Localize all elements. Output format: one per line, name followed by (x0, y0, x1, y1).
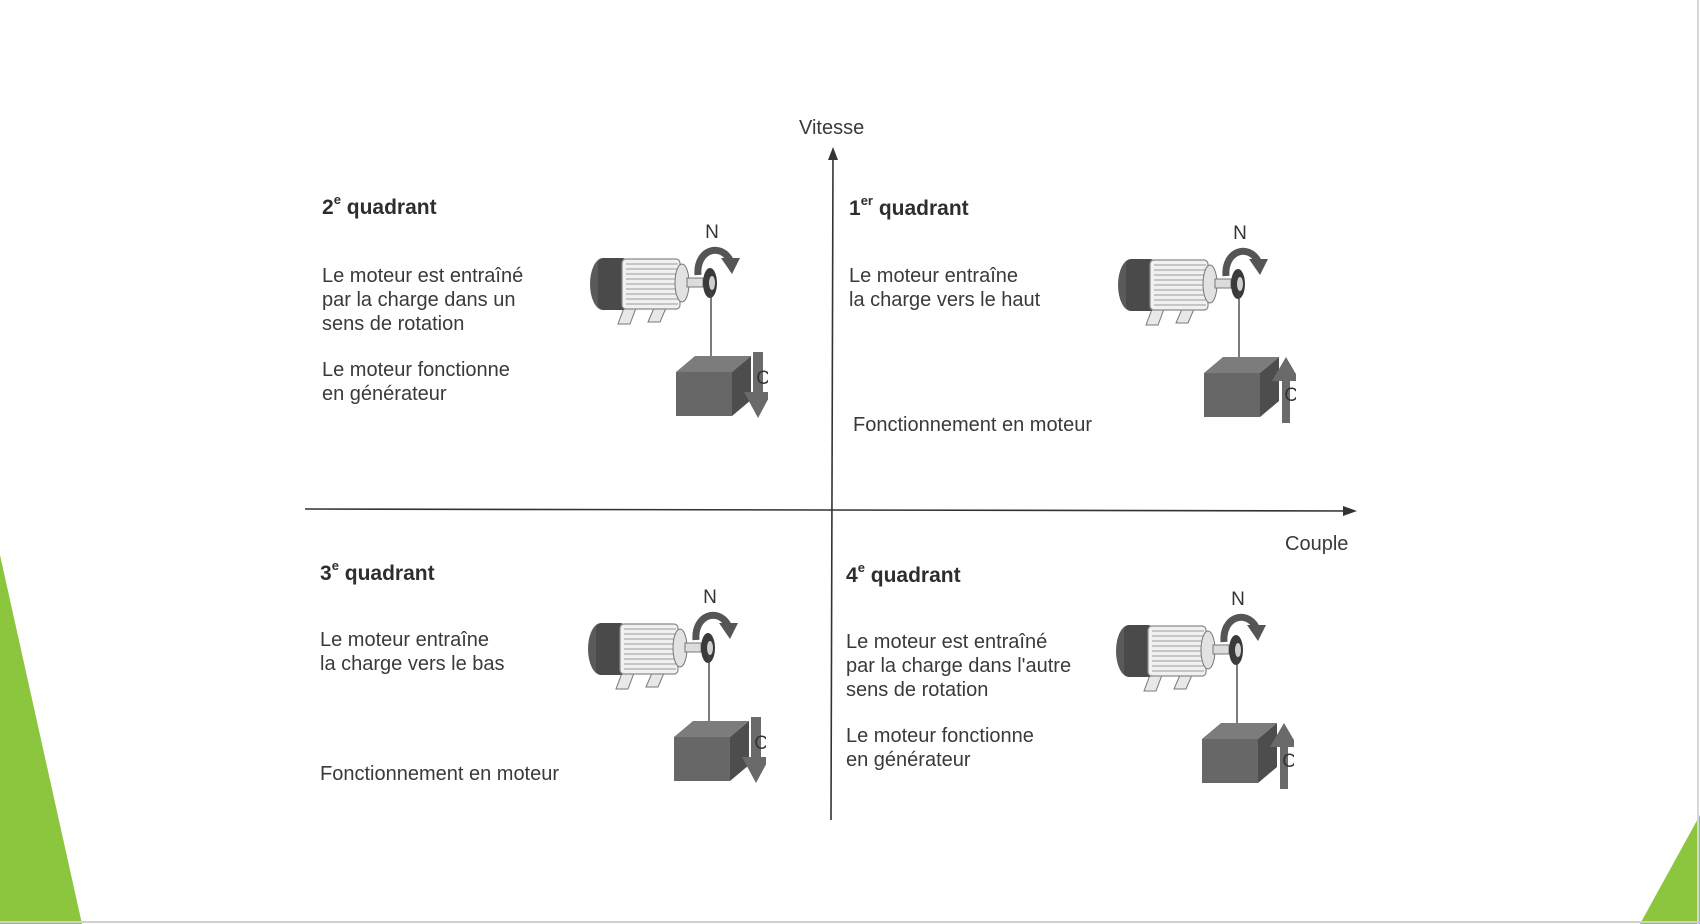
rotation-arrow-icon (692, 611, 738, 641)
quadrant-3-mode: Fonctionnement en moteur (320, 763, 560, 785)
torque-label: C (1284, 385, 1296, 406)
motor-load-drawing: NC (1116, 589, 1298, 789)
speed-axis-label: Vitesse (799, 117, 865, 139)
motor-load-drawing: NC (1118, 223, 1300, 423)
torque-label: C (754, 733, 766, 754)
quadrant-2-description: Le moteur est entraîné par la charge dan… (322, 265, 524, 335)
quadrant-2-title: 2e quadrant (322, 192, 437, 219)
rotation-label: N (703, 587, 717, 608)
load-box-icon (674, 721, 749, 781)
torque-label: C (756, 368, 768, 389)
quadrant-1-title: 1er quadrant (849, 193, 969, 220)
quadrant-4-description: Le moteur est entraîné par la charge dan… (846, 631, 1072, 701)
rotation-label: N (705, 222, 719, 243)
rotation-arrow-icon (1222, 247, 1268, 277)
motor-load-drawing: NC (588, 587, 770, 783)
torque-axis-label: Couple (1285, 533, 1349, 555)
load-box-icon (1204, 357, 1279, 417)
torque-up-arrow-icon (1272, 357, 1300, 423)
quadrant-4-mode: Le moteur fonctionne en générateur (846, 725, 1034, 771)
motor-icon (588, 623, 715, 690)
left-green-accent (0, 555, 82, 924)
torque-up-arrow-icon (1270, 723, 1298, 789)
quadrant-1-mode: Fonctionnement en moteur (853, 414, 1093, 436)
quadrant-4-title: 4e quadrant (846, 560, 961, 587)
speed-axis-line (830, 154, 834, 821)
rotation-label: N (1233, 223, 1247, 244)
torque-axis-line (304, 508, 1353, 512)
motor-icon (590, 258, 717, 325)
torque-down-arrow-icon (744, 352, 772, 418)
speed-axis-arrow-icon (828, 147, 838, 160)
motor-icon (1116, 625, 1243, 692)
right-green-accent (1640, 815, 1700, 924)
quadrant-3-title: 3e quadrant (320, 558, 435, 585)
quadrant-2-mode: Le moteur fonctionne en générateur (322, 359, 510, 405)
torque-axis-arrow-icon (1343, 506, 1357, 516)
rotation-arrow-icon (1220, 613, 1266, 643)
torque-down-arrow-icon (742, 717, 770, 783)
quadrant-3-description: Le moteur entraîne la charge vers le bas (320, 629, 505, 675)
quadrant-1-description: Le moteur entraîne la charge vers le hau… (849, 265, 1041, 311)
load-box-icon (1202, 723, 1277, 783)
rotation-arrow-icon (694, 246, 740, 276)
motor-load-drawing: NC (590, 222, 772, 418)
motor-icon (1118, 259, 1245, 326)
torque-label: C (1282, 751, 1294, 772)
load-box-icon (676, 356, 751, 416)
rotation-label: N (1231, 589, 1245, 610)
